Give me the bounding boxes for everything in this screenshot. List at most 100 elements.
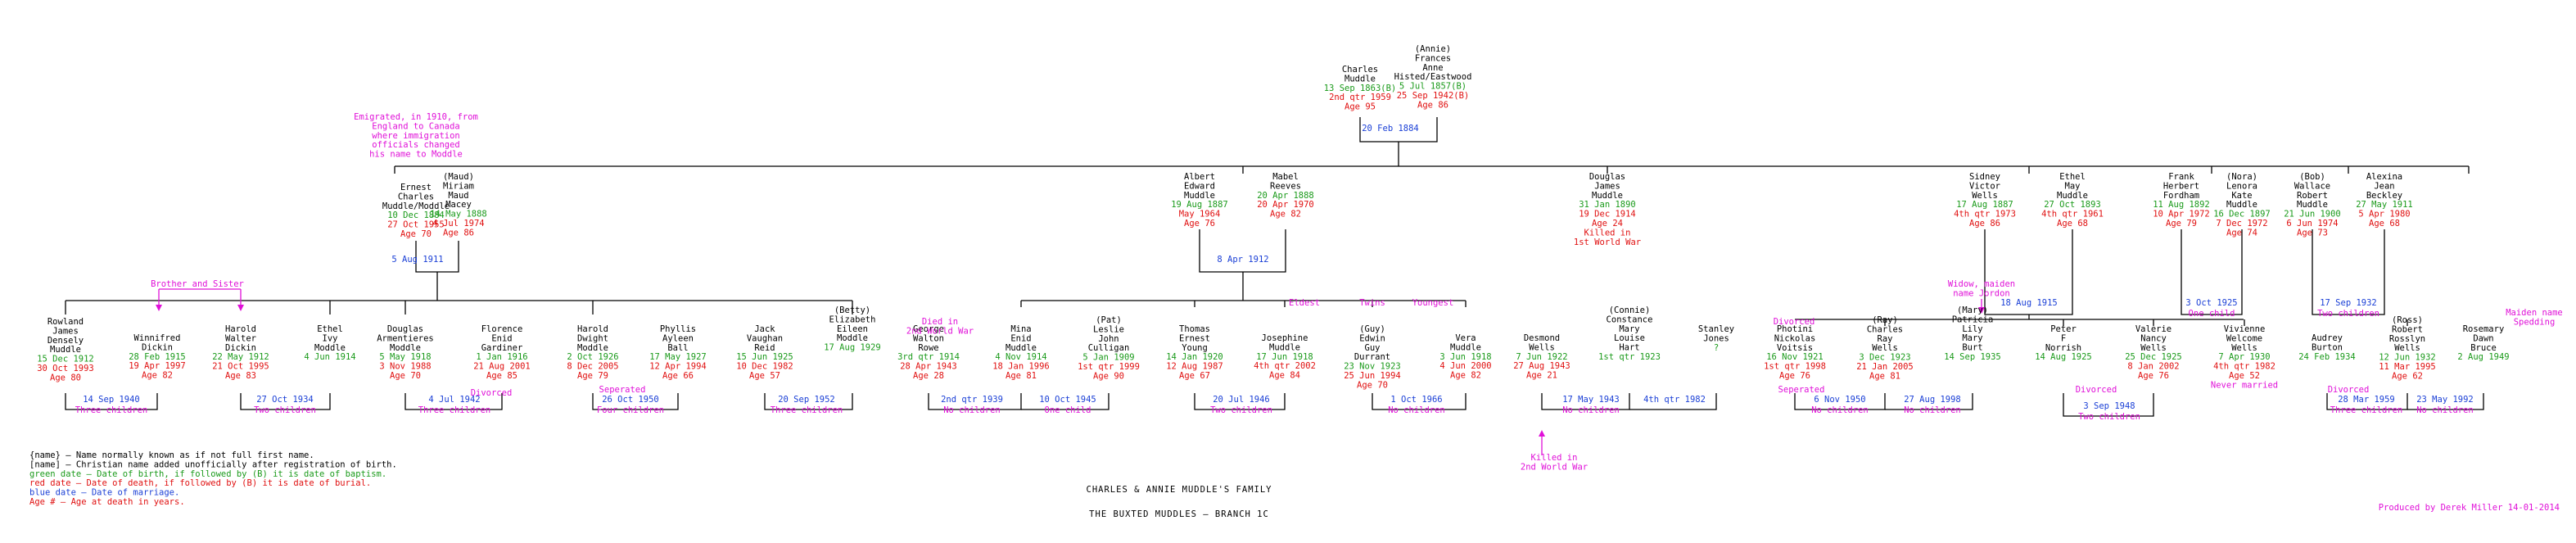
person-harold_d-line: 21 Oct 1995 — [212, 362, 269, 372]
person-sidney-line: Victor — [1969, 181, 2000, 191]
person-ethelmay-line: Ethel — [2059, 172, 2086, 182]
person-thomas-line: Age 67 — [1179, 371, 1210, 381]
person-betty-line: Moddle — [837, 333, 868, 343]
marriage-date-1: 20 Feb 1884 — [1362, 124, 1419, 133]
person-jack-line: Vaughan — [747, 333, 783, 343]
person-maud-line: 4 Jul 1974 — [432, 219, 484, 229]
person-mary-line: Patricia — [1952, 314, 1994, 324]
person-guy-line: (Guy) — [1359, 324, 1385, 334]
person-frank-line: Fordham — [2163, 191, 2199, 201]
person-thomas-line: Thomas — [1179, 324, 1210, 334]
marriage-date-2: 5 Aug 1911 — [391, 255, 443, 265]
marriage-date-17: 4th qtr 1982 — [1643, 395, 1706, 405]
person-desmond-line: Age 21 — [1526, 371, 1557, 381]
person-ray-line: (Ray) — [1872, 315, 1898, 325]
person-guy-line: Age 70 — [1357, 380, 1388, 390]
person-mina-line: Enid — [1010, 333, 1031, 343]
person-harold_d-line: Walter — [225, 333, 256, 343]
person-rowland-line: Age 80 — [50, 373, 81, 382]
person-maud-line: Miriam — [443, 181, 474, 191]
annotation-8: Divorced — [1774, 317, 1815, 327]
person-george-line: 3rd qtr 1914 — [897, 352, 960, 362]
person-douglas-line: 19 Dec 1914 — [1579, 210, 1636, 219]
person-thomas-line: Ernest — [1179, 333, 1210, 343]
person-annie-line: (Annie) — [1415, 44, 1451, 54]
marriage-date-19: 27 Aug 1998 — [1904, 395, 1961, 405]
person-mina-line: 4 Nov 1914 — [995, 352, 1046, 362]
person-mina-line: Muddle — [1006, 343, 1037, 353]
person-winnifred-line: Age 82 — [142, 371, 173, 381]
marriage-date-9: 4 Jul 1942 — [428, 395, 480, 405]
legend-item: Age # – Age at death in years. — [29, 497, 185, 507]
person-winnifred-line: Dickin — [142, 342, 173, 352]
person-josephine-line: 17 Jun 1918 — [1256, 352, 1313, 362]
person-ross-line: 11 Mar 1995 — [2379, 362, 2436, 372]
person-rosemary-line: Rosemary — [2463, 324, 2505, 334]
person-valerie-line: Wells — [2140, 343, 2167, 353]
person-sidney-line: Wells — [1972, 191, 1998, 201]
person-pat-line: Leslie — [1093, 324, 1124, 334]
person-phyllis-line: Phyllis — [660, 324, 696, 334]
person-douglas-line: Killed in — [1584, 228, 1631, 238]
person-connie-line: Hart — [1619, 343, 1639, 353]
person-ernest-line: 27 Oct 1955 — [387, 220, 445, 230]
person-pat-line: John — [1098, 334, 1119, 344]
person-annie-line: 25 Sep 1942(B) — [1397, 91, 1470, 101]
person-nora-line: Muddle — [2226, 200, 2257, 210]
person-annie-line: Age 86 — [1417, 100, 1448, 110]
person-connie-line: 1st qtr 1923 — [1598, 352, 1661, 362]
person-vivienne-line: Age 52 — [2229, 371, 2260, 381]
person-guy-line: Durrant — [1354, 352, 1390, 362]
person-peter-line: Peter — [2050, 324, 2077, 334]
person-ernest-line: Age 70 — [400, 229, 432, 239]
person-ethelmay-line: 27 Oct 1893 — [2044, 200, 2101, 210]
annotation-5: Twins — [1359, 298, 1385, 308]
legend-item: {name} – Name normally known as if not f… — [29, 450, 314, 460]
person-douglas_a-line: 5 May 1918 — [379, 352, 431, 362]
person-maud-line: Macey — [445, 200, 472, 210]
person-mary-line: Lily — [1962, 324, 1982, 334]
person-photini-line: Age 76 — [1779, 371, 1810, 381]
person-ray-line: Age 81 — [1869, 371, 1900, 381]
marriage-children-20: Two children — [2078, 412, 2140, 422]
person-douglas-line: Age 24 — [1592, 219, 1623, 229]
person-alexina-line: Beckley — [2366, 191, 2402, 201]
person-ross-line: Wells — [2394, 343, 2420, 353]
person-nora-line: Kate — [2231, 191, 2252, 201]
annotation-15: Killed in — [1531, 453, 1578, 463]
person-harold_d-line: Age 83 — [225, 371, 256, 381]
person-sidney-line: 17 Aug 1887 — [1956, 200, 2013, 210]
person-valerie-line: 25 Dec 1925 — [2125, 352, 2182, 362]
marriage-children-11: Three children — [771, 405, 843, 415]
person-nora-line: Age 74 — [2226, 228, 2257, 238]
legend-item: [name] – Christian name added unofficial… — [29, 459, 397, 469]
person-jack-line: Jack — [754, 324, 775, 334]
person-photini-line: Photini — [1777, 324, 1813, 334]
person-josephine-line: Muddle — [1269, 342, 1300, 352]
person-albert-line: May 1964 — [1179, 210, 1221, 219]
person-stanley-line: ? — [1714, 343, 1719, 353]
marriage-date-10: 26 Oct 1950 — [602, 395, 659, 405]
person-annie-line: Histed/Eastwood — [1394, 72, 1472, 82]
marriage-date-6: 17 Sep 1932 — [2320, 298, 2377, 308]
person-photini-line: Nickolas — [1774, 333, 1816, 343]
person-douglas_a-line: Armentieres — [377, 333, 434, 343]
person-ethel_ivy-line: 4 Jun 1914 — [304, 352, 355, 362]
person-guy-line: Edwin — [1359, 333, 1385, 343]
annotation-1: his name to Moddle — [369, 150, 463, 160]
person-vivienne-line: 4th qtr 1982 — [2213, 362, 2275, 372]
person-bob-line: Robert — [2297, 191, 2328, 201]
person-valerie-line: Age 76 — [2138, 371, 2169, 381]
person-alexina-line: Age 68 — [2369, 219, 2400, 229]
person-audrey-line: 24 Feb 1934 — [2298, 352, 2356, 362]
person-nora-line: 7 Dec 1972 — [2216, 219, 2267, 229]
person-pat-line: 5 Jan 1909 — [1082, 353, 1134, 363]
legend-item: red date – Date of death, if followed by… — [29, 478, 371, 488]
marriage-children-5: One child — [2189, 309, 2235, 319]
person-ernest-line: Ernest — [400, 183, 432, 192]
person-george-line: 28 Apr 1943 — [900, 362, 957, 372]
marriage-children-18: No children — [1811, 405, 1869, 415]
person-pat-line: (Pat) — [1096, 315, 1122, 325]
marriage-children-19: No children — [1904, 405, 1961, 415]
person-thomas-line: 14 Jan 1920 — [1166, 352, 1223, 362]
